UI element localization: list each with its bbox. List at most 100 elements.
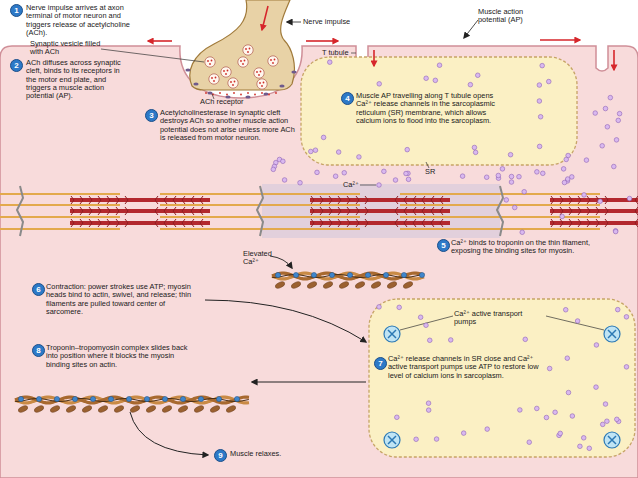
calcium-pump bbox=[604, 432, 620, 448]
calcium-ion bbox=[522, 189, 527, 194]
calcium-ion bbox=[405, 147, 410, 152]
synaptic-vesicle bbox=[243, 45, 253, 55]
calcium-ion bbox=[460, 174, 465, 179]
calcium-ion bbox=[512, 205, 517, 210]
ach-molecule bbox=[272, 62, 274, 64]
calcium-ion bbox=[578, 444, 583, 449]
thin-filament bbox=[0, 193, 120, 195]
calcium-ion bbox=[485, 427, 490, 432]
ach-molecule bbox=[249, 48, 251, 50]
calcium-ion bbox=[424, 76, 429, 81]
calcium-ion bbox=[393, 178, 398, 183]
calcium-ion bbox=[603, 106, 608, 111]
troponin bbox=[383, 272, 388, 277]
troponin bbox=[198, 396, 203, 401]
calcium-ion bbox=[333, 174, 338, 179]
calcium-ion bbox=[575, 319, 580, 324]
thin-filament bbox=[160, 228, 360, 230]
calcium-ion bbox=[404, 171, 409, 176]
thick-filament bbox=[550, 209, 638, 213]
calcium-ion bbox=[517, 174, 522, 179]
calcium-ion bbox=[614, 138, 619, 143]
pointer-label: T tubule bbox=[322, 49, 349, 57]
calcium-ion bbox=[605, 419, 610, 424]
calcium-ion bbox=[608, 95, 613, 100]
ach-molecule bbox=[209, 63, 211, 65]
calcium-ion bbox=[336, 150, 341, 155]
ach-molecule bbox=[207, 60, 209, 62]
ion-label: Ca²⁺ bbox=[343, 181, 359, 189]
pump-body bbox=[604, 326, 620, 342]
ach-molecule bbox=[234, 81, 236, 83]
released-ach bbox=[268, 94, 270, 96]
step-text: Ca²⁺ binds to troponin on the thin filam… bbox=[451, 239, 591, 256]
troponin bbox=[90, 396, 95, 401]
calcium-ion bbox=[560, 214, 565, 219]
callout-number-text: 7 bbox=[378, 360, 382, 368]
myosin-head bbox=[370, 281, 381, 290]
sarcoplasmic-reticulum: Muscle AP travelling along T tubule open… bbox=[300, 56, 578, 166]
calcium-ion bbox=[433, 78, 438, 83]
myosin-head bbox=[97, 405, 108, 414]
synaptic-vesicle bbox=[209, 74, 219, 84]
calcium-ion bbox=[414, 437, 419, 442]
callout-number-text: 2 bbox=[14, 62, 18, 70]
ach-receptors bbox=[185, 68, 296, 98]
pump-symbol bbox=[388, 330, 396, 338]
tropomyosin bbox=[15, 399, 249, 402]
calcium-pump bbox=[384, 432, 400, 448]
step-text: Ca²⁺ release channels in SR close and Ca… bbox=[388, 355, 540, 380]
synaptic-vesicles bbox=[205, 45, 278, 89]
ach-molecule bbox=[211, 77, 213, 79]
ach-receptor bbox=[291, 70, 296, 73]
troponin bbox=[365, 272, 370, 277]
calcium-ion bbox=[418, 315, 423, 320]
step-text: Acetylcholinesterase in synaptic cleft d… bbox=[160, 109, 300, 142]
myosin-head bbox=[225, 405, 236, 414]
calcium-ion bbox=[271, 167, 276, 172]
calcium-ion bbox=[566, 153, 571, 158]
ach-molecule bbox=[258, 74, 260, 76]
callout-number-text: 8 bbox=[36, 347, 40, 355]
myosin-head bbox=[65, 405, 76, 414]
ach-receptor bbox=[263, 92, 268, 95]
calcium-ion bbox=[496, 176, 501, 181]
myosin-head bbox=[402, 281, 413, 290]
calcium-ion bbox=[308, 149, 313, 154]
myosin-head bbox=[33, 405, 44, 414]
calcium-pump bbox=[384, 326, 400, 342]
calcium-ion bbox=[282, 178, 287, 183]
ach-molecule bbox=[227, 70, 229, 72]
calcium-ion bbox=[518, 408, 523, 413]
calcium-ion bbox=[566, 390, 571, 395]
callout-number-text: 3 bbox=[149, 112, 153, 120]
callout-number-text: 4 bbox=[345, 95, 349, 103]
calcium-ion bbox=[605, 124, 610, 129]
calcium-ion bbox=[570, 414, 575, 419]
myosin-head bbox=[306, 281, 317, 290]
pointer-label: Elevated Ca²⁺ bbox=[243, 250, 283, 267]
ach-molecule bbox=[270, 59, 272, 61]
step-text: Contraction: power strokes use ATP; myos… bbox=[46, 283, 196, 316]
released-ach bbox=[233, 92, 235, 94]
pointer-label: ACh receptor bbox=[200, 98, 244, 106]
myosin-head bbox=[49, 405, 60, 414]
process-arrow bbox=[252, 382, 366, 383]
callout-number-text: 5 bbox=[441, 242, 445, 250]
calcium-ion bbox=[298, 180, 303, 185]
myosin-heads bbox=[311, 196, 443, 204]
calcium-ion bbox=[558, 431, 563, 436]
calcium-ion bbox=[582, 193, 587, 198]
process-arrow bbox=[130, 412, 208, 455]
action-potential-arrow bbox=[613, 50, 615, 70]
calcium-pump bbox=[604, 326, 620, 342]
troponin bbox=[54, 396, 59, 401]
actin-strand bbox=[15, 397, 249, 403]
released-ach bbox=[226, 94, 228, 96]
ach-molecule bbox=[244, 60, 246, 62]
thin-filament bbox=[400, 228, 600, 230]
troponin bbox=[72, 396, 77, 401]
calcium-ion bbox=[534, 406, 539, 411]
step-text: Nerve impulse arrives at axon terminal o… bbox=[26, 4, 146, 37]
